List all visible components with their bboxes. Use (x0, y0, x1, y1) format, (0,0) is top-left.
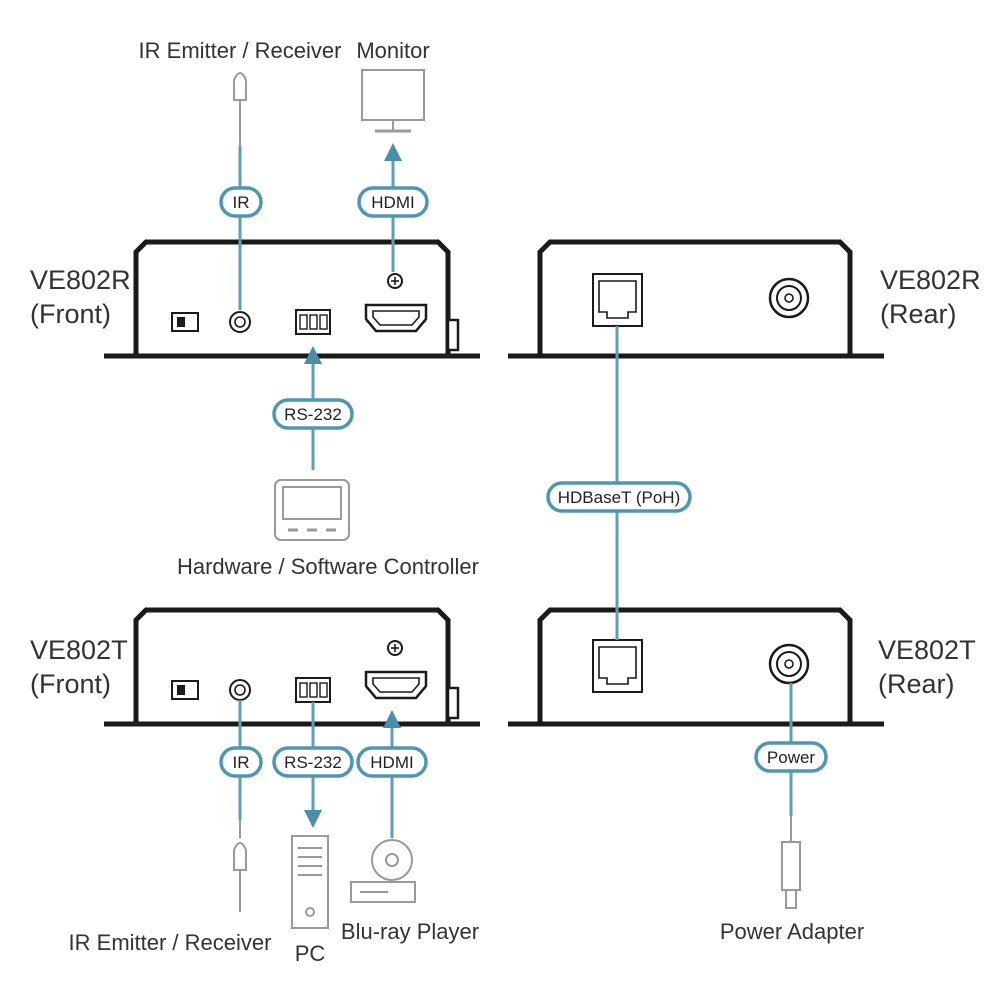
hdmi-port-icon (364, 670, 428, 700)
ve802r-front-unit (104, 239, 480, 359)
rs232-terminal-icon (295, 677, 331, 703)
controller-caption: Hardware / Software Controller (177, 554, 479, 579)
rj45-port-icon (592, 639, 643, 693)
bluray-player-icon (350, 839, 416, 903)
controller-icon (274, 479, 350, 541)
ve802t-rear-unit (508, 607, 884, 727)
device-label-line: VE802R (30, 265, 131, 295)
switch-port-icon (171, 312, 199, 332)
pc-caption: PC (295, 941, 326, 966)
hdmi-bottom-label: HDMI (370, 753, 413, 772)
ir-bottom-label: IR (233, 753, 250, 772)
screw-icon (387, 273, 403, 289)
device-label-line: VE802T (878, 635, 976, 665)
ve802t-front-label: VE802T (Front) (30, 635, 128, 699)
device-label-line: (Rear) (880, 299, 957, 329)
rs232-bottom-arrow (304, 810, 322, 828)
rs232-terminal-icon (295, 309, 331, 335)
power-label: Power (767, 748, 816, 767)
device-label-line: VE802R (880, 265, 981, 295)
hdmi-bottom-arrow (383, 710, 401, 728)
rs232-top-arrow (304, 346, 322, 364)
device-label-line: VE802T (30, 635, 128, 665)
ir-emitter-icon (233, 842, 247, 912)
rj45-port-icon (592, 273, 643, 327)
hdbaset-tag: HDBaseT (PoH) (546, 481, 692, 513)
ir-jack-icon (229, 679, 251, 701)
bluray-caption: Blu-ray Player (341, 919, 479, 944)
device-label-line: (Front) (30, 299, 111, 329)
monitor-icon (361, 69, 425, 133)
rs232-top-label: RS-232 (284, 405, 342, 424)
ir-jack-icon (229, 311, 251, 333)
screw-icon (387, 640, 403, 656)
monitor-caption: Monitor (356, 38, 429, 63)
power-tag: Power (754, 741, 828, 773)
ve802r-rear-label: VE802R (Rear) (880, 265, 981, 329)
rs232-bottom-tag: RS-232 (272, 746, 354, 778)
ir-bottom-caption: IR Emitter / Receiver (69, 930, 272, 955)
switch-port-icon (171, 680, 199, 700)
hdmi-top-arrow (384, 143, 402, 161)
ir-top-label: IR (233, 193, 250, 212)
ve802t-rear-label: VE802T (Rear) (878, 635, 976, 699)
ir-top-tag: IR (219, 186, 263, 218)
hdmi-top-tag: HDMI (357, 186, 429, 218)
ir-top-caption: IR Emitter / Receiver (139, 38, 342, 63)
pc-tower-icon (291, 835, 329, 929)
hdmi-bottom-tag: HDMI (356, 746, 428, 778)
rs232-top-tag: RS-232 (272, 398, 354, 430)
power-adapter-caption: Power Adapter (720, 919, 864, 944)
power-jack-icon (768, 277, 810, 319)
ve802r-front-label: VE802R (Front) (30, 265, 131, 329)
power-adapter-icon (781, 816, 801, 909)
hdmi-top-label: HDMI (371, 193, 414, 212)
hdmi-port-icon (364, 303, 428, 333)
rs232-bottom-label: RS-232 (284, 753, 342, 772)
device-label-line: (Front) (30, 669, 111, 699)
ir-emitter-icon (233, 72, 247, 122)
power-jack-icon (768, 643, 810, 685)
ir-bottom-tag: IR (219, 746, 263, 778)
ve802r-rear-unit (508, 239, 884, 359)
device-label-line: (Rear) (878, 669, 955, 699)
ve802t-front-unit (104, 607, 480, 727)
hdbaset-label: HDBaseT (PoH) (558, 488, 681, 507)
